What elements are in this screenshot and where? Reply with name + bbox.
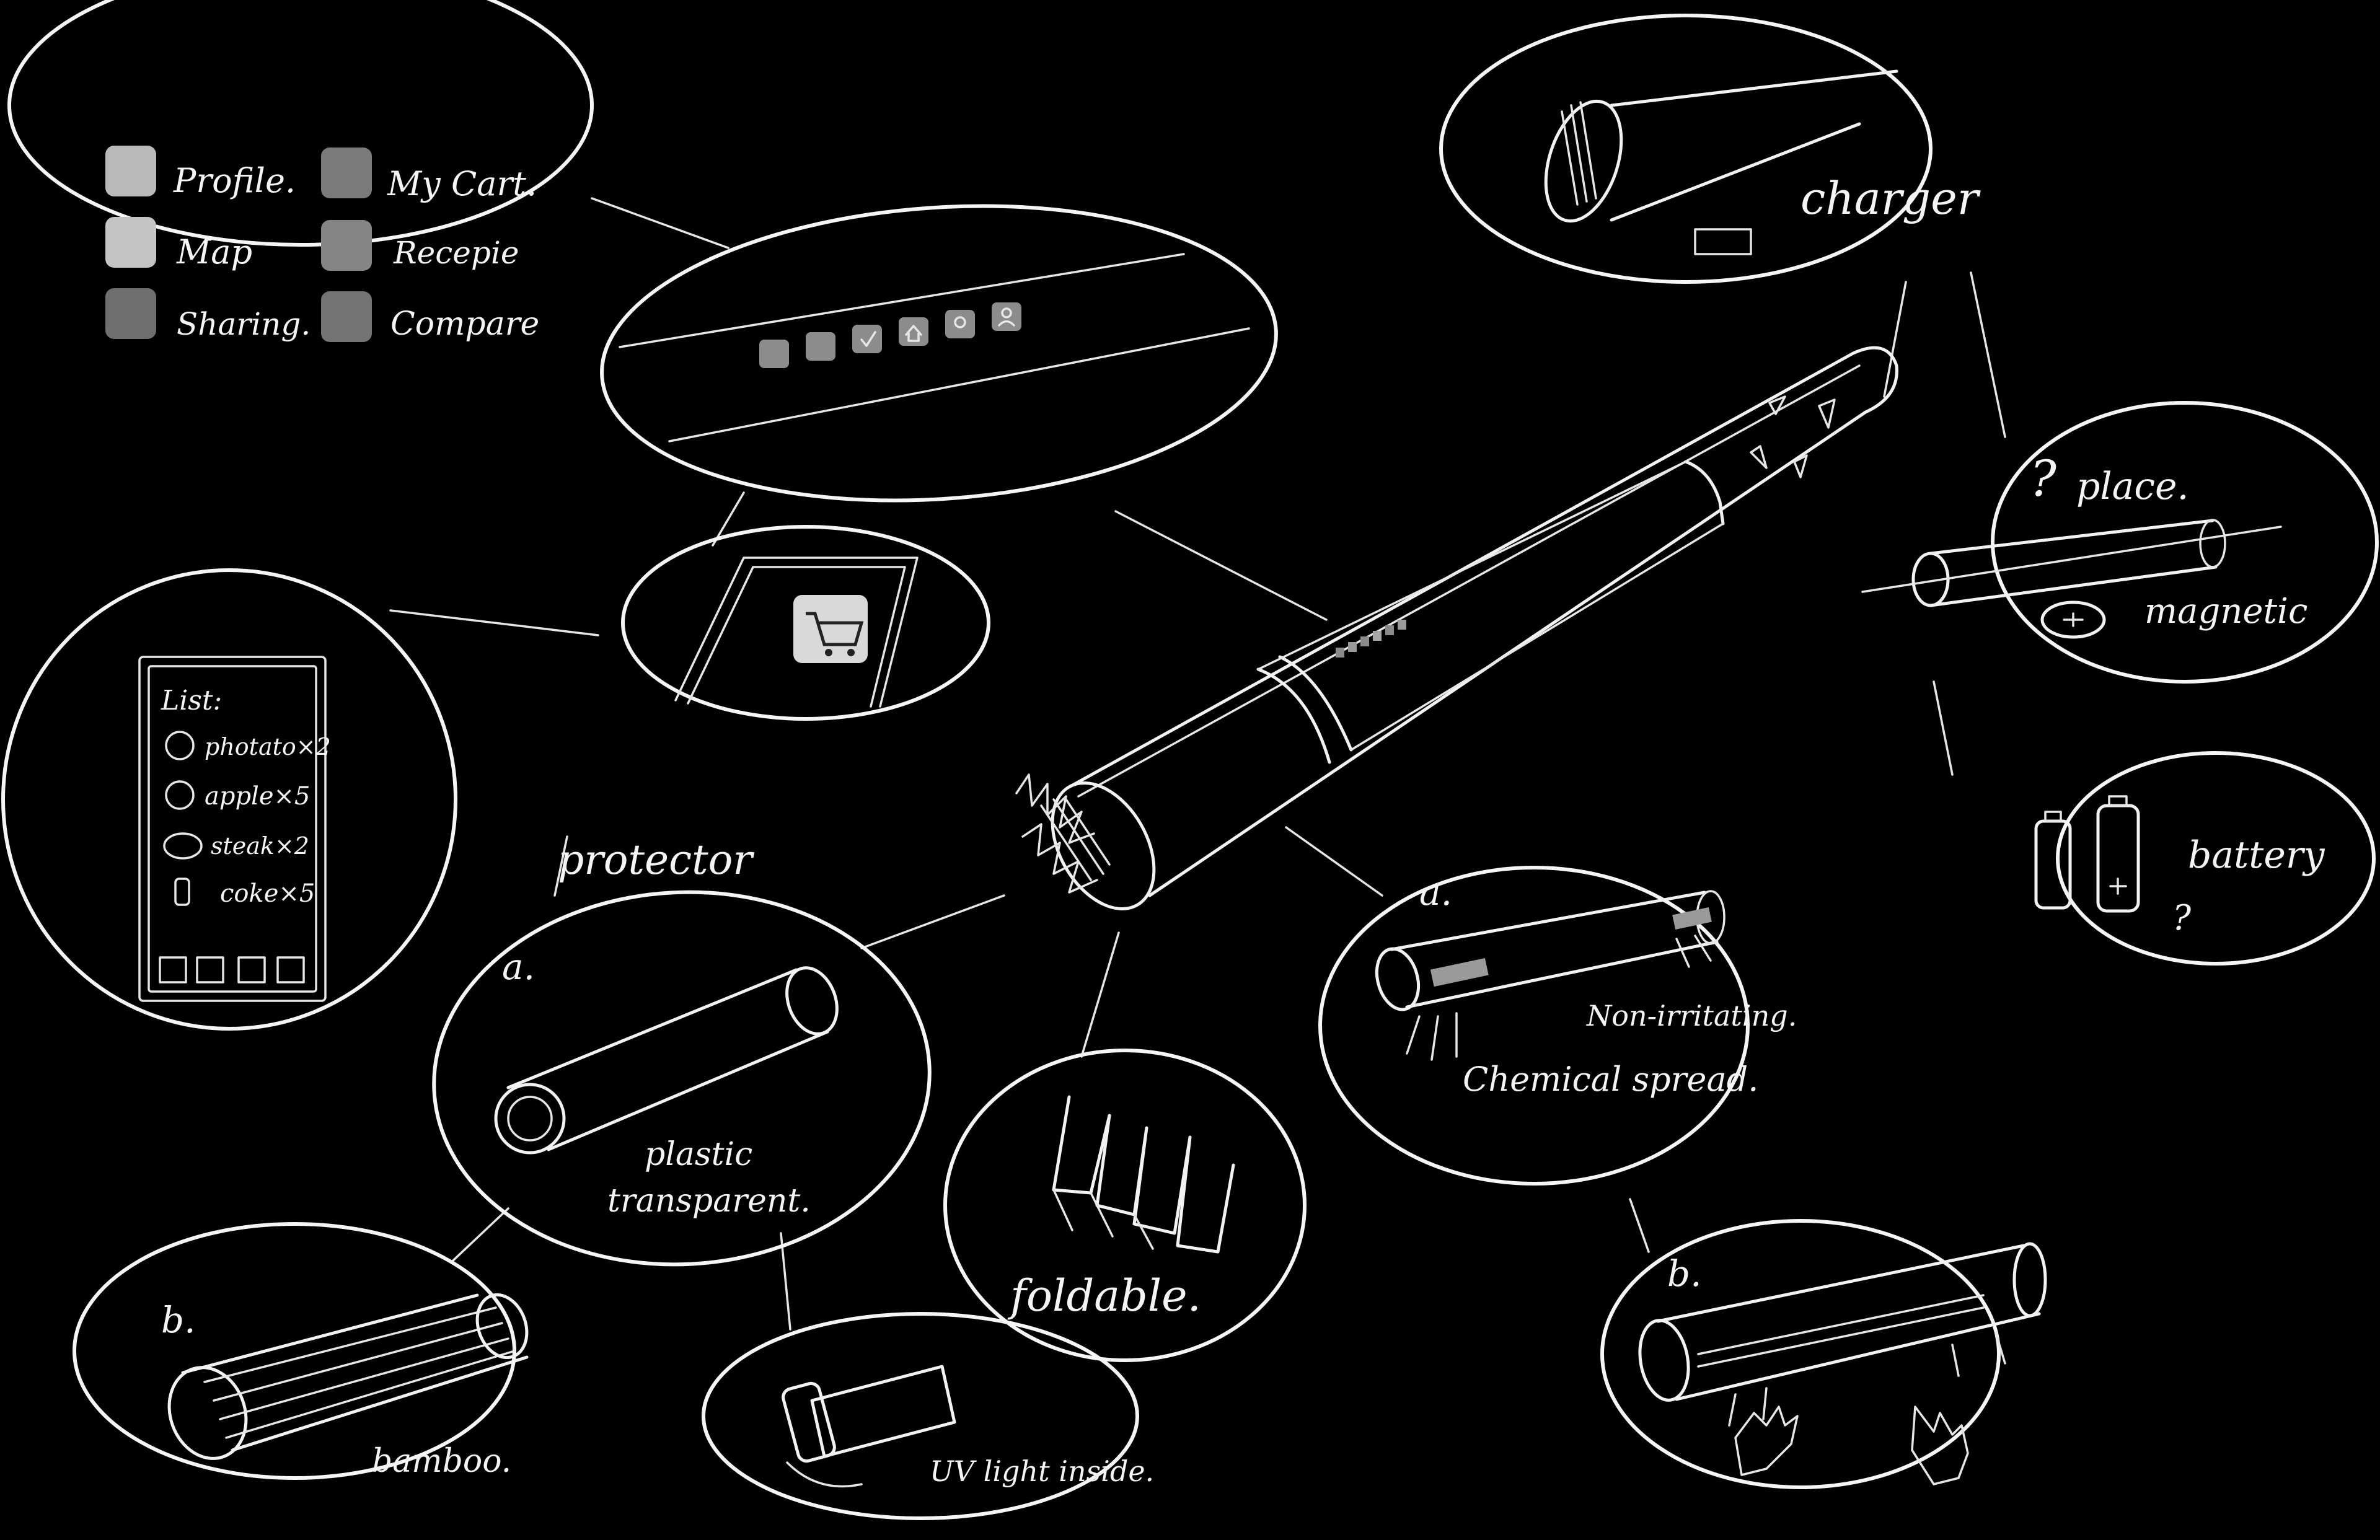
icon-bar-bubble (600, 204, 1278, 503)
uv-bubble: UV light inside. (702, 1312, 1154, 1520)
icon-bar-buttons (759, 302, 1021, 368)
foldable-bubble: foldable. (943, 1049, 1307, 1362)
magnetic-label: magnetic (2144, 591, 2307, 631)
spray-b-marker: b. (1667, 1252, 1702, 1295)
my-cart-tile (321, 147, 372, 198)
list-item-steak: steak×2 (211, 832, 309, 860)
recipe-icon[interactable] (806, 332, 835, 361)
lightbulb-icon[interactable] (945, 310, 975, 338)
coke-icon (174, 878, 190, 906)
spray-a-line1: Non-irritating. (1586, 999, 1797, 1032)
magnet-plus-icon (2040, 601, 2106, 639)
menu-item-profile[interactable]: Profile. (173, 161, 296, 200)
battery-icon (2034, 819, 2072, 910)
menu-item-my-cart[interactable]: My Cart. (387, 164, 537, 203)
spray-tube-icon (1375, 947, 1421, 1011)
central-device (1015, 346, 1898, 910)
shopping-list-bubble: List: photato×2 apple×5 steak×2 coke×5 (1, 568, 457, 1031)
battery-bubble: battery ? (2034, 751, 2376, 966)
pleated-fabric-icon (1052, 1095, 1235, 1254)
sharing-tile (105, 288, 156, 339)
protector-b-marker: b. (161, 1299, 196, 1341)
charging-port-icon (1694, 228, 1752, 255)
device-indicator-lights (1336, 620, 1406, 658)
spray-a-line2: Chemical spread. (1463, 1060, 1758, 1099)
list-user-icon[interactable] (276, 956, 305, 983)
steak-icon (163, 832, 203, 860)
profile-tile (105, 146, 156, 196)
device-arrow-buttons (1750, 395, 1836, 478)
protector-b-bubble: b. bamboo. (73, 1222, 529, 1480)
potato-icon (165, 731, 195, 760)
list-title: List: (161, 685, 222, 716)
left-hand-icon (1734, 1406, 1799, 1476)
protector-a-material: plastic (645, 1136, 752, 1173)
protector-a-marker: a. (502, 946, 535, 988)
battery-label: battery (2188, 834, 2325, 877)
list-check-icon[interactable] (196, 956, 224, 983)
check-icon[interactable] (852, 325, 882, 353)
plastic-tube-icon (494, 1083, 566, 1155)
device-pleated-end (1015, 773, 1111, 894)
place-label: place. (2076, 465, 2189, 508)
list-lightbulb-icon[interactable] (237, 956, 266, 983)
place-question-mark: ? (2030, 450, 2057, 508)
light-tube-icon (1638, 1319, 1690, 1402)
menu-item-recipe[interactable]: Recepie (393, 235, 519, 271)
spray-b-bubble: b. (1600, 1219, 2047, 1489)
charger-label: charger (1800, 172, 1981, 224)
compare-tile (321, 291, 372, 342)
list-item-apple: apple×5 (205, 782, 311, 811)
list-home-icon[interactable] (159, 956, 187, 983)
connector-lines (389, 197, 2006, 1331)
cart-screen-bubble (621, 525, 990, 721)
list-item-coke: coke×5 (220, 879, 315, 908)
protector-title: protector (558, 836, 754, 884)
home-icon[interactable] (899, 317, 928, 346)
protector-a-bubble: protector a. plastic transparent. (432, 836, 932, 1267)
recipe-tile (321, 220, 372, 271)
uv-label: UV light inside. (930, 1454, 1154, 1488)
spray-a-marker: a. (1419, 871, 1452, 913)
battery-question-mark: ? (2172, 898, 2192, 938)
menu-bubble: Profile. My Cart. Map Recepie Sharing. C… (7, 0, 594, 343)
uv-case-icon (782, 1381, 836, 1463)
list-item-potato: photato×2 (205, 733, 331, 760)
map-tile (105, 217, 156, 268)
menu-item-map[interactable]: Map (176, 232, 252, 271)
apple-icon (165, 780, 195, 810)
right-hand-icon (1911, 1406, 1969, 1485)
cart-icon[interactable] (759, 340, 789, 368)
menu-item-sharing[interactable]: Sharing. (177, 306, 311, 342)
protector-b-material: bamboo. (372, 1443, 511, 1480)
spray-a-bubble: a. Non-irritating. Chemical spread. (1318, 866, 1797, 1186)
menu-item-compare[interactable]: Compare (390, 306, 539, 343)
protector-a-property: transparent. (607, 1182, 811, 1220)
placement-bubble: ? place. magnetic (1861, 401, 2379, 684)
charger-bubble: charger (1439, 14, 1981, 284)
foldable-label: foldable. (1007, 1270, 1201, 1321)
